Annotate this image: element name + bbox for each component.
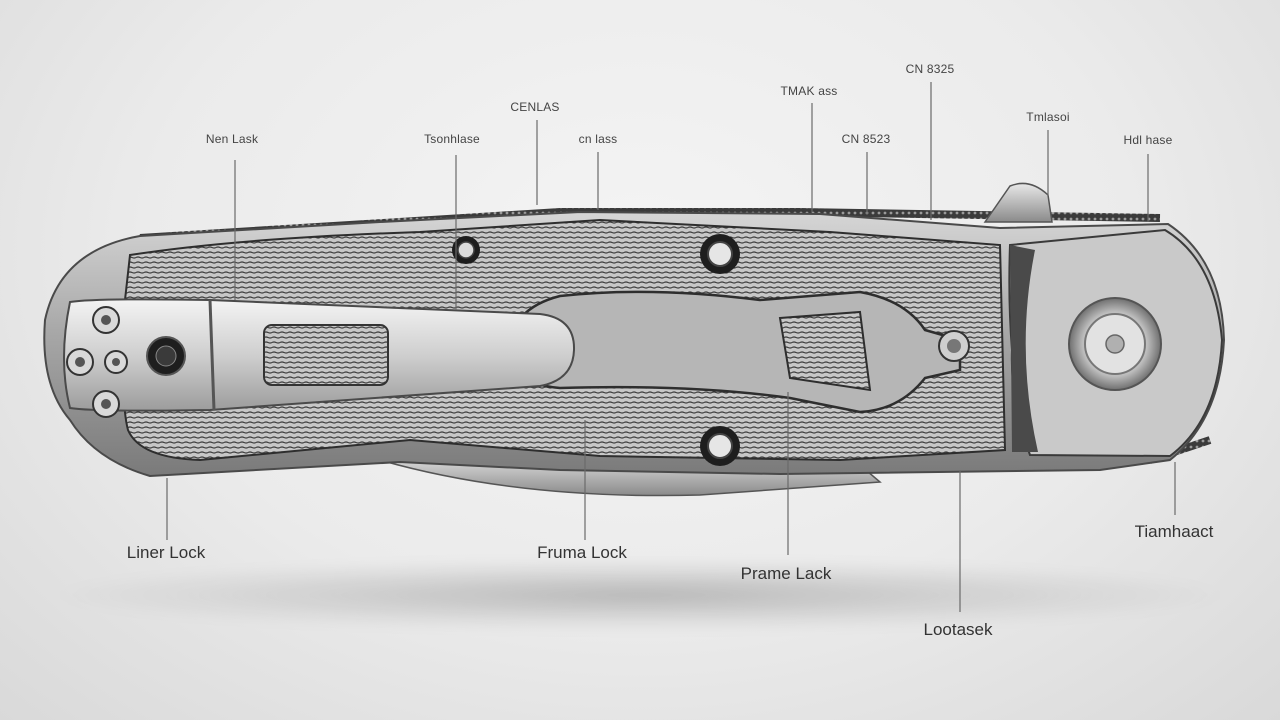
label-nen-lask: Nen Lask xyxy=(205,132,259,146)
label-tmak-ass: TMAK ass xyxy=(780,84,838,98)
lock-bar-inner xyxy=(778,310,872,392)
clip-slot xyxy=(263,324,389,386)
label-hdl-hase: Hdl hase xyxy=(1123,133,1173,147)
label-cn-lass: cn lass xyxy=(578,132,618,146)
label-tmlasoi: Tmlasoi xyxy=(1026,110,1070,124)
label-liner-lock: Liner Lock xyxy=(126,543,206,562)
label-cn-8325: CN 8325 xyxy=(905,62,955,76)
flipper-tab xyxy=(983,182,1053,223)
label-lootasek: Lootasek xyxy=(923,620,993,639)
pivot-center xyxy=(1105,334,1125,354)
label-tiamhaact: Tiamhaact xyxy=(1134,522,1214,541)
knife-shadow xyxy=(60,560,1220,630)
label-fruma-lock: Fruma Lock xyxy=(537,543,627,562)
label-prame-lack: Prame Lack xyxy=(740,564,832,583)
leader-lines xyxy=(166,82,1176,612)
label-cenlas: CENLAS xyxy=(510,100,560,114)
clip-screws xyxy=(66,306,186,418)
label-cn-8523: CN 8523 xyxy=(841,132,891,146)
label-tsonhlase: Tsonhlase xyxy=(424,132,480,146)
pivot-plate-shade xyxy=(1010,245,1038,452)
frame-screws xyxy=(452,234,970,466)
